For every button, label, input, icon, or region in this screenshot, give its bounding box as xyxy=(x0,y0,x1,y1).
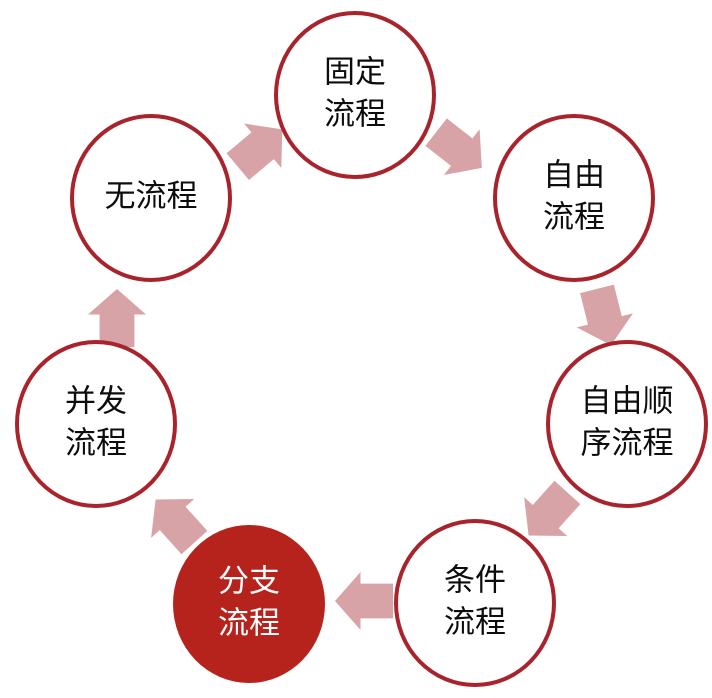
node-shape-conditional-process[interactable] xyxy=(394,519,556,687)
node-label-branch-process-line1: 分支 xyxy=(218,564,280,600)
node-label-branch-process-line2: 流程 xyxy=(218,606,280,642)
flow-arrow-free-process-to-free-sequential-process xyxy=(576,284,633,346)
flow-arrow-concurrent-process-to-no-process xyxy=(88,289,146,347)
node-shape-free-sequential-process[interactable] xyxy=(546,340,708,508)
flow-arrow-no-process-to-fixed-process xyxy=(226,123,283,180)
node-label-concurrent-process-line1: 并发 xyxy=(65,384,127,420)
node-label-fixed-process-line1: 固定 xyxy=(324,55,386,91)
node-label-no-process-line1: 无流程 xyxy=(105,179,198,215)
flow-arrow-free-sequential-process-to-conditional-process xyxy=(524,480,581,536)
node-label-fixed-process-line2: 流程 xyxy=(324,97,386,133)
node-shape-branch-process[interactable] xyxy=(173,525,325,683)
node-label-free-process-line1: 自由 xyxy=(543,158,605,194)
flow-arrow-fixed-process-to-free-process xyxy=(425,118,482,175)
node-label-concurrent-process-line2: 流程 xyxy=(65,426,127,462)
arrows-layer xyxy=(88,118,633,630)
node-no-process[interactable]: 无流程 xyxy=(70,114,232,282)
node-label-free-process-line2: 流程 xyxy=(543,200,605,236)
node-shape-concurrent-process[interactable] xyxy=(15,340,177,508)
node-shape-free-process[interactable] xyxy=(493,114,655,282)
flow-arrow-conditional-process-to-branch-process xyxy=(335,572,393,630)
node-shape-no-process[interactable] xyxy=(70,114,232,282)
node-label-free-sequential-process-line2: 序流程 xyxy=(581,426,674,462)
node-shape-fixed-process[interactable] xyxy=(274,11,436,179)
node-label-conditional-process-line2: 流程 xyxy=(444,605,506,641)
node-label-free-sequential-process-line1: 自由顺 xyxy=(581,384,674,420)
flow-arrow-branch-process-to-concurrent-process xyxy=(151,499,208,555)
node-label-conditional-process-line1: 条件 xyxy=(444,563,506,599)
